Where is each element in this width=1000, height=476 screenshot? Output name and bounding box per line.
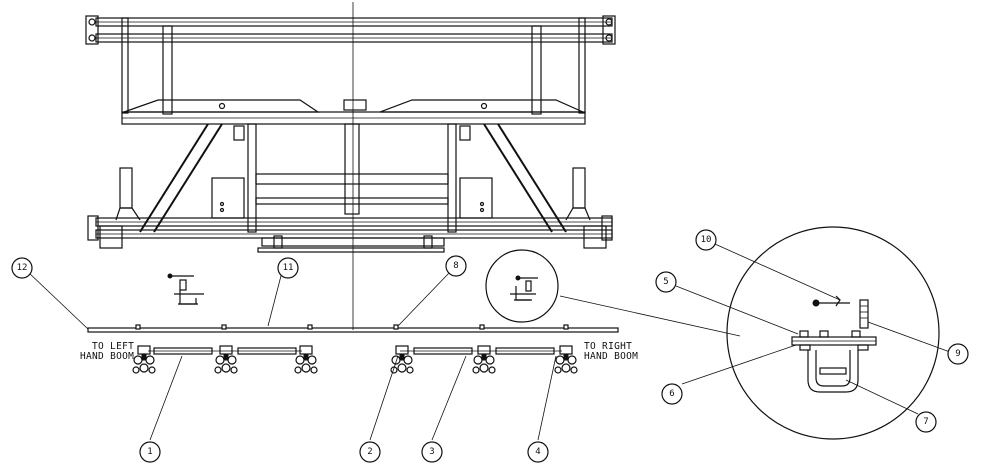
balloon-6-label: 6 (669, 389, 674, 399)
balloon-7-label: 7 (923, 417, 928, 427)
balloon-9: 9 (947, 343, 969, 365)
leader-lines (27, 239, 951, 441)
balloon-3: 3 (421, 441, 443, 463)
note-right-line1: TO RIGHT (584, 341, 632, 352)
balloon-3-label: 3 (429, 447, 434, 457)
balloon-4-label: 4 (535, 447, 540, 457)
balloon-6: 6 (661, 383, 683, 405)
balloon-9-label: 9 (955, 349, 960, 359)
balloon-2: 2 (359, 441, 381, 463)
balloon-8: 8 (445, 255, 467, 277)
note-right-line2: HAND BOOM (584, 351, 638, 362)
left-manifold (132, 345, 318, 374)
spray-boom: TO LEFT HAND BOOM TO RIGHT HAND BOOM (80, 273, 638, 374)
balloon-8-label: 8 (453, 261, 458, 271)
balloon-7: 7 (915, 411, 937, 433)
balloon-1-label: 1 (147, 447, 152, 457)
clamp-detail-small (167, 273, 204, 305)
detail-view-circle (726, 226, 940, 440)
note-left-line1: TO LEFT (92, 341, 134, 352)
balloon-10: 10 (695, 229, 717, 251)
frame-assembly (85, 2, 616, 330)
note-left-line2: HAND BOOM (80, 351, 134, 362)
balloon-12: 12 (11, 257, 33, 279)
detail-reference-circle (485, 249, 741, 337)
balloon-12-label: 12 (17, 263, 28, 273)
balloon-11: 11 (277, 257, 299, 279)
balloon-5-label: 5 (663, 277, 668, 287)
balloon-10-label: 10 (701, 235, 712, 245)
balloon-1: 1 (139, 441, 161, 463)
boom-bar (87, 327, 619, 333)
right-manifold (390, 345, 578, 374)
balloon-5: 5 (655, 271, 677, 293)
balloon-4: 4 (527, 441, 549, 463)
balloon-2-label: 2 (367, 447, 372, 457)
balloon-11-label: 11 (283, 263, 294, 273)
